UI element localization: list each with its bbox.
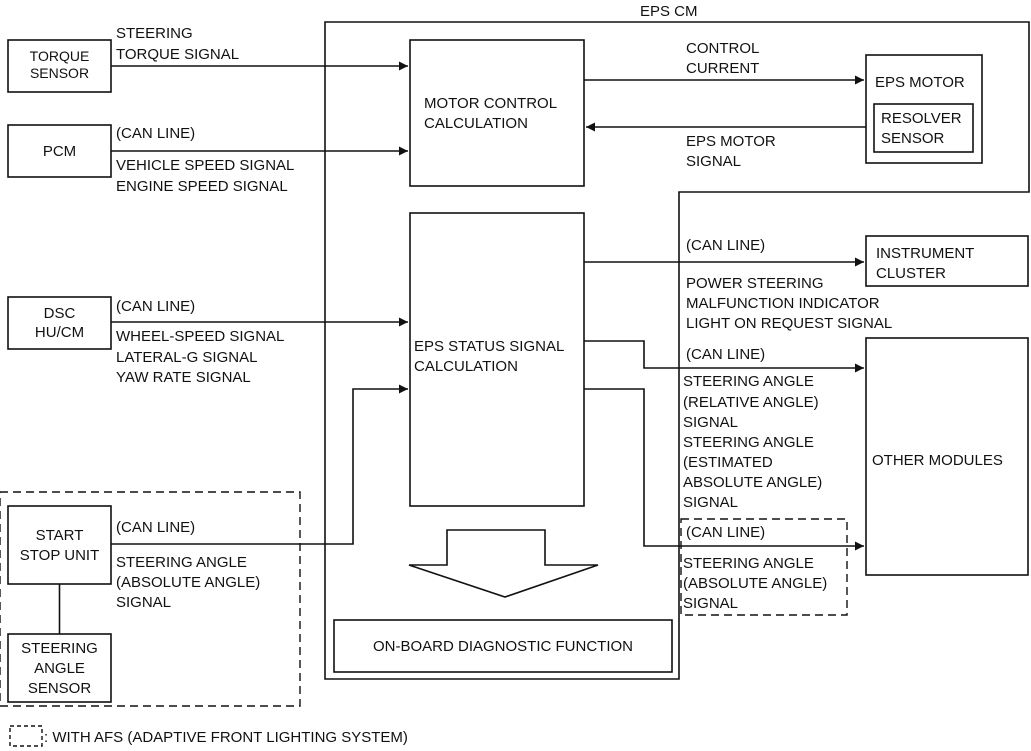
pcm-signal-label: VEHICLE SPEED SIGNAL (116, 157, 294, 174)
modules-signal-label: SIGNAL (683, 494, 738, 511)
modules-signal-label: STEERING ANGLE (683, 434, 814, 451)
start-stop-signal-arrow (111, 384, 408, 545)
resolver-sensor-label: SENSOR (881, 130, 945, 147)
eps-cm-boundary (324, 21, 1030, 680)
eps-status-signal-calculation-block: EPS STATUS SIGNAL CALCULATION (409, 212, 585, 507)
pcm-signal-label: ENGINE SPEED SIGNAL (116, 178, 288, 195)
torque-sensor-label: SENSOR (30, 65, 89, 81)
start-stop-signal-label: STEERING ANGLE (116, 554, 247, 571)
legend-dashed-box-icon (9, 725, 43, 747)
dsc-signal-label: YAW RATE SIGNAL (116, 369, 251, 386)
modules-signal-label: (ESTIMATED (683, 454, 773, 471)
afs-signal-arrow (584, 388, 864, 551)
motor-control-label: MOTOR CONTROL (424, 95, 557, 112)
eps-cm-title: EPS CM (640, 3, 698, 20)
start-stop-label: START (36, 527, 84, 544)
modules-signal-label: ABSOLUTE ANGLE) (683, 474, 822, 491)
dsc-signal-label: LATERAL-G SIGNAL (116, 349, 257, 366)
eps-motor-signal-label: EPS MOTOR (686, 133, 776, 150)
start-stop-signal-label: SIGNAL (116, 594, 171, 611)
afs-input-group (0, 491, 301, 707)
dsc-can-line-label: (CAN LINE) (116, 298, 195, 315)
afs-signal-label: STEERING ANGLE (683, 555, 814, 572)
other-modules-box: OTHER MODULES (865, 337, 1029, 576)
eps-motor-signal-label: SIGNAL (686, 153, 741, 170)
start-stop-can-line-label: (CAN LINE) (116, 519, 195, 536)
modules-signal-label: STEERING ANGLE (683, 373, 814, 390)
legend-text: : WITH AFS (ADAPTIVE FRONT LIGHTING SYST… (44, 729, 408, 746)
dsc-label: HU/CM (35, 324, 84, 341)
steering-angle-sensor-box: STEERING ANGLE SENSOR (7, 633, 112, 703)
torque-sensor-label: TORQUE (30, 48, 90, 64)
cluster-signal-label: MALFUNCTION INDICATOR (686, 295, 880, 312)
obd-label: ON-BOARD DIAGNOSTIC FUNCTION (373, 638, 633, 655)
diagnostic-flow-arrow (408, 529, 599, 598)
pcm-label: PCM (43, 143, 76, 160)
instrument-cluster-box: INSTRUMENT CLUSTER (865, 235, 1029, 287)
cluster-can-line-label: (CAN LINE) (686, 237, 765, 254)
dsc-signal-label: WHEEL-SPEED SIGNAL (116, 328, 284, 345)
afs-can-line-label: (CAN LINE) (686, 524, 765, 541)
start-stop-signal-label: (ABSOLUTE ANGLE) (116, 574, 260, 591)
motor-control-calculation-block: MOTOR CONTROL CALCULATION (409, 39, 585, 187)
torque-signal-label: TORQUE SIGNAL (116, 46, 239, 63)
other-modules-label: OTHER MODULES (872, 452, 1003, 469)
torque-signal-label: STEERING (116, 25, 193, 42)
resolver-sensor-box: RESOLVER SENSOR (873, 103, 974, 153)
start-stop-label: STOP UNIT (20, 547, 99, 564)
control-current-label: CURRENT (686, 60, 759, 77)
on-board-diagnostic-block: ON-BOARD DIAGNOSTIC FUNCTION (333, 619, 673, 673)
afs-signal-label: SIGNAL (683, 595, 738, 612)
afs-signal-label: (ABSOLUTE ANGLE) (683, 575, 827, 592)
motor-control-label: CALCULATION (424, 115, 528, 132)
torque-sensor-box: TORQUE SENSOR (7, 39, 112, 93)
cluster-signal-label: LIGHT ON REQUEST SIGNAL (686, 315, 892, 332)
modules-signal-arrow (584, 340, 864, 373)
steering-angle-sensor-label: ANGLE (34, 660, 85, 677)
dsc-box: DSC HU/CM (7, 296, 112, 350)
steering-angle-sensor-label: SENSOR (28, 680, 92, 697)
modules-signal-label: (RELATIVE ANGLE) (683, 394, 819, 411)
modules-can-line-label: (CAN LINE) (686, 346, 765, 363)
cluster-signal-label: POWER STEERING (686, 275, 824, 292)
afs-output-group (680, 518, 848, 616)
instrument-cluster-label: CLUSTER (876, 265, 946, 282)
pcm-can-line-label: (CAN LINE) (116, 125, 195, 142)
eps-status-label: CALCULATION (414, 358, 518, 375)
steering-angle-sensor-label: STEERING (21, 640, 98, 657)
instrument-cluster-label: INSTRUMENT (876, 245, 974, 262)
resolver-sensor-label: RESOLVER (881, 110, 962, 127)
dsc-label: DSC (44, 305, 76, 322)
pcm-box: PCM (7, 124, 112, 178)
control-current-label: CONTROL (686, 40, 759, 57)
eps-status-label: EPS STATUS SIGNAL (414, 338, 564, 355)
start-stop-unit-box: START STOP UNIT (7, 505, 112, 585)
eps-motor-label: EPS MOTOR (875, 74, 965, 91)
modules-signal-label: SIGNAL (683, 414, 738, 431)
